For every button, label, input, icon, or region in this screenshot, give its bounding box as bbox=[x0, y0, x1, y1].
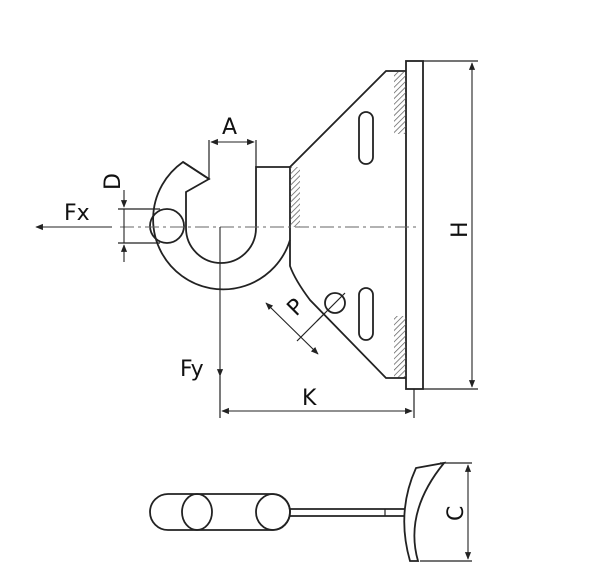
hole-p bbox=[324, 292, 346, 314]
weld-hatch-lower bbox=[394, 316, 406, 378]
label-fx: Fx bbox=[64, 201, 90, 226]
hook-top bbox=[149, 493, 291, 531]
hook-tip-edge bbox=[182, 161, 210, 180]
label-h: H bbox=[448, 221, 473, 238]
plate-top bbox=[403, 461, 447, 562]
hook-outline bbox=[152, 160, 291, 291]
label-c: C bbox=[444, 506, 469, 521]
dim-p-line bbox=[265, 302, 319, 355]
label-k: K bbox=[302, 386, 317, 411]
label-fy: Fy bbox=[180, 357, 204, 382]
hook-pin-left bbox=[181, 493, 213, 531]
weld-hatch-upper bbox=[394, 72, 406, 134]
side-view: A D Fx Fy K H P bbox=[35, 60, 478, 418]
label-p: P bbox=[283, 294, 310, 321]
slot-lower bbox=[358, 287, 374, 341]
label-d: D bbox=[101, 173, 126, 190]
slot-upper bbox=[358, 111, 374, 165]
top-view: C bbox=[149, 461, 472, 562]
hook-pin-right bbox=[255, 493, 291, 531]
label-a: A bbox=[222, 115, 237, 140]
bracket-body bbox=[289, 70, 406, 379]
back-plate bbox=[405, 60, 424, 390]
weld-hatch-hook bbox=[290, 167, 300, 227]
pin-section bbox=[149, 208, 185, 244]
